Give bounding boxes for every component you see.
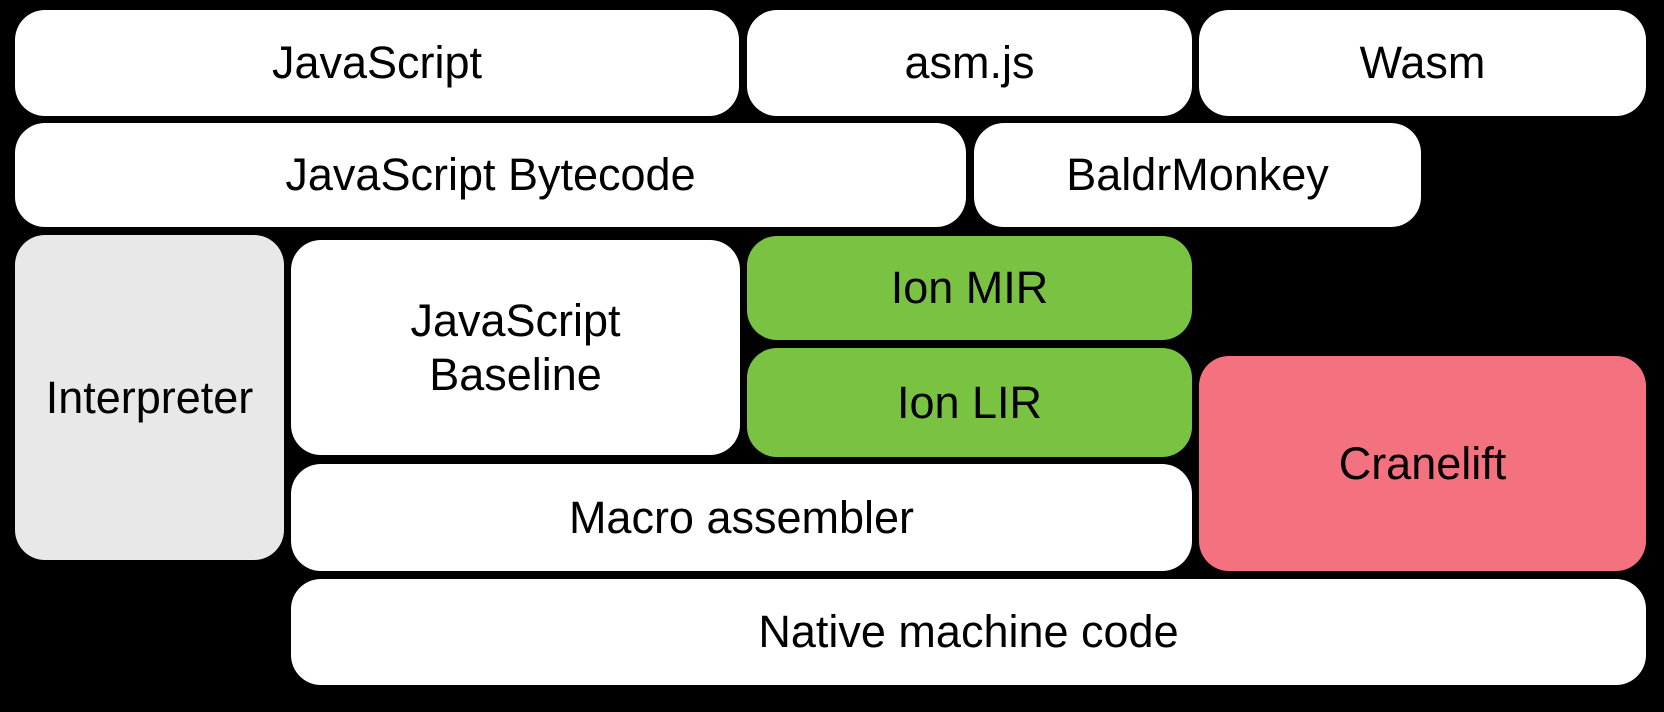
box-wasm: Wasm xyxy=(1199,10,1646,116)
box-cranelift: Cranelift xyxy=(1199,356,1646,571)
box-macro-assembler: Macro assembler xyxy=(291,464,1192,571)
box-ion-mir: Ion MIR xyxy=(747,236,1192,340)
box-ion-mir-label: Ion MIR xyxy=(890,262,1049,314)
box-javascript-bytecode-label: JavaScript Bytecode xyxy=(285,149,696,201)
box-macro-assembler-label: Macro assembler xyxy=(568,491,915,543)
box-javascript-label: JavaScript xyxy=(271,37,483,89)
box-wasm-label: Wasm xyxy=(1359,37,1486,89)
box-asmjs-label: asm.js xyxy=(904,37,1035,89)
box-asmjs: asm.js xyxy=(747,10,1192,116)
box-javascript-bytecode: JavaScript Bytecode xyxy=(15,123,966,227)
box-baldrmonkey: BaldrMonkey xyxy=(974,123,1421,227)
box-interpreter: Interpreter xyxy=(15,235,284,560)
box-native-machine-code-label: Native machine code xyxy=(758,606,1179,658)
box-interpreter-label: Interpreter xyxy=(45,371,254,423)
box-ion-lir: Ion LIR xyxy=(747,348,1192,457)
box-cranelift-label: Cranelift xyxy=(1338,437,1507,489)
box-javascript: JavaScript xyxy=(15,10,739,116)
box-javascript-baseline-label: JavaScript Baseline xyxy=(410,295,621,400)
box-baldrmonkey-label: BaldrMonkey xyxy=(1066,149,1329,201)
box-native-machine-code: Native machine code xyxy=(291,579,1646,685)
box-javascript-baseline: JavaScript Baseline xyxy=(291,240,740,455)
box-ion-lir-label: Ion LIR xyxy=(896,376,1043,428)
